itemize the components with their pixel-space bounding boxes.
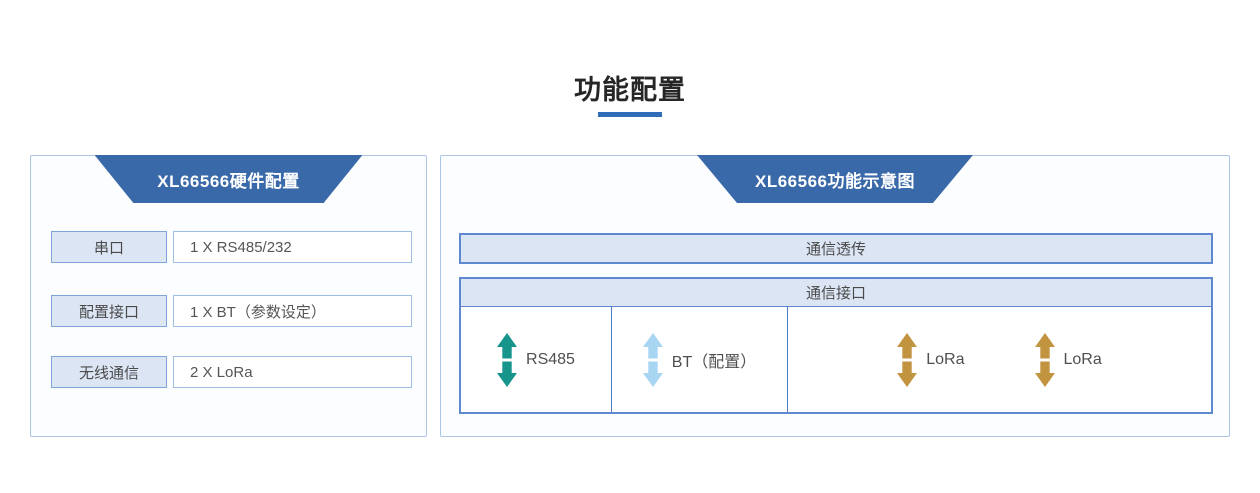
function-diagram-panel: XL66566功能示意图 通信透传 通信接口 RS485 xyxy=(440,155,1230,437)
hardware-row-label: 无线通信 xyxy=(51,356,167,388)
hardware-row-config-interface: 配置接口 1 X BT（参数设定） xyxy=(31,295,426,327)
arrow-down-half xyxy=(897,361,918,387)
arrow-down-half xyxy=(642,361,663,387)
interface-body: RS485 BT（配置） LoRa xyxy=(461,307,1211,412)
double-vertical-arrow-icon xyxy=(642,332,663,387)
double-vertical-arrow-icon xyxy=(1034,332,1055,387)
interface-label: BT（配置） xyxy=(671,353,757,371)
arrow-up-half xyxy=(1034,332,1055,358)
interface-bar: 通信接口 xyxy=(461,279,1211,307)
interface-cell-lora: LoRa LoRa xyxy=(788,307,1211,412)
hardware-config-panel: XL66566硬件配置 串口 1 X RS485/232 配置接口 1 X BT… xyxy=(30,155,427,437)
interface-label: LoRa xyxy=(926,350,965,368)
interface-label: LoRa xyxy=(1063,350,1102,368)
hardware-row-wireless: 无线通信 2 X LoRa xyxy=(31,356,426,388)
hardware-row-label: 配置接口 xyxy=(51,295,167,327)
function-panel-header: XL66566功能示意图 xyxy=(697,155,973,203)
arrow-up-half xyxy=(642,332,663,358)
lora-channel-2: LoRa xyxy=(1034,332,1102,387)
page-title-underline xyxy=(598,112,662,117)
function-panel-title: XL66566功能示意图 xyxy=(755,171,915,191)
double-vertical-arrow-icon xyxy=(497,332,518,387)
interface-group: 通信接口 RS485 BT（配置） xyxy=(459,277,1213,414)
arrow-down-half xyxy=(497,361,518,387)
hardware-row-label: 串口 xyxy=(51,231,167,263)
hardware-row-value: 2 X LoRa xyxy=(173,356,412,388)
hardware-panel-title: XL66566硬件配置 xyxy=(157,171,300,191)
interface-label: RS485 xyxy=(526,350,575,368)
hardware-row-serial: 串口 1 X RS485/232 xyxy=(31,231,426,263)
passthrough-bar: 通信透传 xyxy=(459,233,1213,264)
arrow-down-half xyxy=(1034,361,1055,387)
hardware-row-value: 1 X BT（参数设定） xyxy=(173,295,412,327)
double-vertical-arrow-icon xyxy=(897,332,918,387)
arrow-up-half xyxy=(497,332,518,358)
hardware-panel-header: XL66566硬件配置 xyxy=(94,155,363,203)
interface-cell-bt: BT（配置） xyxy=(612,307,788,412)
lora-channel-1: LoRa xyxy=(897,332,965,387)
arrow-up-half xyxy=(897,332,918,358)
hardware-row-value: 1 X RS485/232 xyxy=(173,231,412,263)
page-title: 功能配置 xyxy=(574,75,686,105)
interface-cell-rs485: RS485 xyxy=(461,307,612,412)
